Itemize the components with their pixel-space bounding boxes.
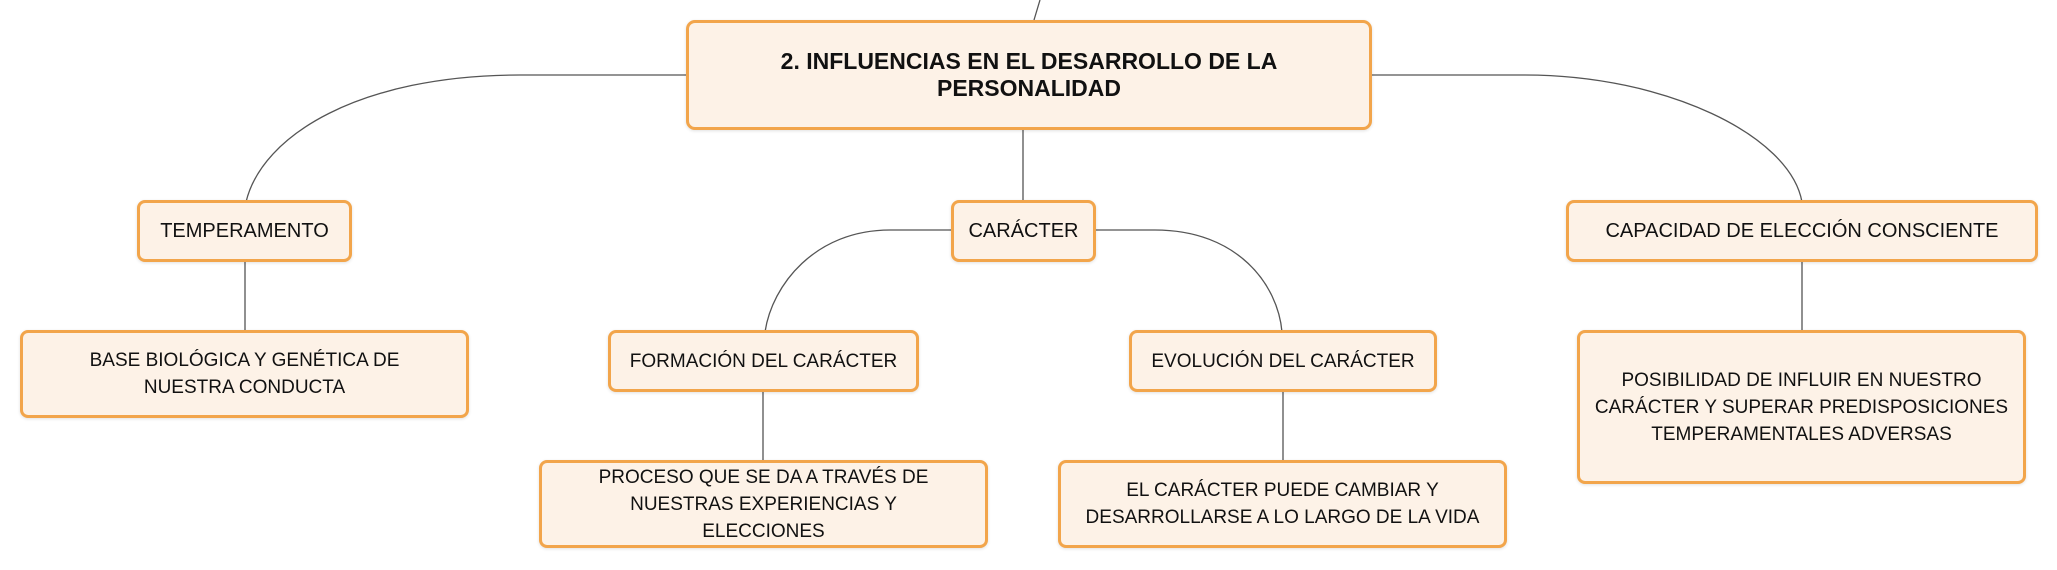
root-node[interactable]: 2. INFLUENCIAS EN EL DESARROLLO DE LA PE… [686, 20, 1372, 130]
connector-root-temperamento [245, 74, 686, 203]
caracter-node[interactable]: CARÁCTER [951, 200, 1096, 262]
capacidad-detail-node[interactable]: POSIBILIDAD DE INFLUIR EN NUESTRO CARÁCT… [1577, 330, 2026, 484]
connector-root-capacidad [1372, 74, 1803, 203]
temperamento-detail-node[interactable]: BASE BIOLÓGICA Y GENÉTICA DE NUESTRA CON… [20, 330, 469, 418]
formacion-detail-node[interactable]: PROCESO QUE SE DA A TRAVÉS DE NUESTRAS E… [539, 460, 988, 548]
formacion-node[interactable]: FORMACIÓN DEL CARÁCTER [608, 330, 919, 392]
temperamento-node[interactable]: TEMPERAMENTO [137, 200, 352, 262]
evolucion-node[interactable]: EVOLUCIÓN DEL CARÁCTER [1129, 330, 1437, 392]
connector-parent-root [1033, 0, 1041, 21]
connector-caracter-formacion [764, 229, 952, 333]
evolucion-detail-node[interactable]: EL CARÁCTER PUEDE CAMBIAR Y DESARROLLARS… [1058, 460, 1507, 548]
connector-caracter-evolucion [1094, 229, 1283, 333]
capacidad-node[interactable]: CAPACIDAD DE ELECCIÓN CONSCIENTE [1566, 200, 2038, 262]
